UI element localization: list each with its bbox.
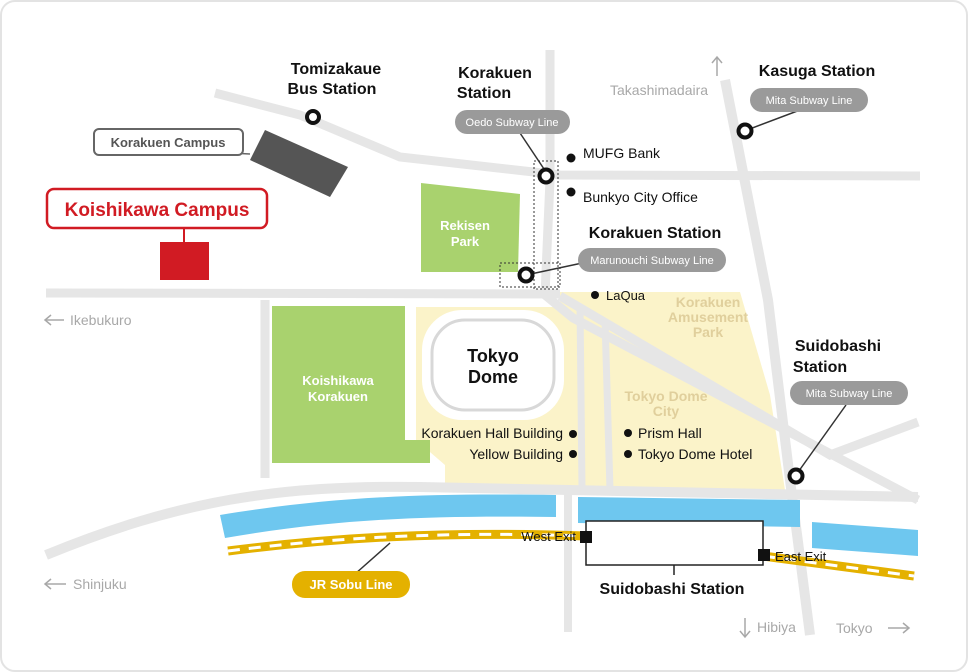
amusement-park-label-2: Amusement (668, 309, 748, 325)
tokyo-dome-label-2: Dome (468, 367, 518, 387)
amusement-park-label-3: Park (693, 324, 724, 340)
koishikawa-korakuen-garden (272, 306, 430, 463)
rekisen-park-label-1: Rekisen (440, 218, 490, 233)
korakuen-oedo-label-1: Korakuen (458, 65, 532, 82)
west-exit-marker (580, 531, 592, 543)
koishikawa-korakuen-label-1: Koishikawa (302, 373, 374, 388)
korakuen-oedo-marker (537, 167, 555, 185)
koishikawa-campus-tag (45, 187, 269, 230)
korakuen-marunouchi-marker (517, 266, 535, 284)
korakuen-oedo-label-2: Station (457, 85, 511, 102)
korakuen-campus-tag (93, 128, 244, 156)
direction-ikebukuro-label: Ikebukuro (70, 312, 132, 328)
suidobashi-jr-label: Suidobashi Station (600, 581, 745, 598)
direction-takashimadaira-label: Takashimadaira (610, 82, 708, 98)
oedo-station-outline (533, 160, 559, 290)
oedo-line-pill: Oedo Subway Line (466, 117, 559, 129)
poi-dots (566, 153, 632, 458)
suidobashi-mita-marker (787, 467, 805, 485)
arrow-right-icon (888, 622, 911, 634)
station-markers (305, 109, 805, 485)
direction-hibiya-label: Hibiya (757, 619, 796, 635)
suidobashi-jr-station-box (585, 520, 764, 566)
dome-city-label-1: Tokyo Dome (625, 388, 708, 404)
tokyo-dome-label-1: Tokyo (467, 346, 519, 366)
arrow-down-icon (739, 618, 751, 639)
line-pills: Oedo Subway Line Marunouchi Subway Line … (292, 88, 908, 598)
mufg-bank-label: MUFG Bank (583, 145, 661, 161)
bunkyo-city-office-label: Bunkyo City Office (583, 189, 698, 205)
koishikawa-korakuen-label-2: Korakuen (308, 389, 368, 404)
kanda-river (220, 494, 918, 556)
amusement-park-label-1: Korakuen (676, 294, 741, 310)
kasuga-label: Kasuga Station (759, 63, 875, 80)
rekisen-park-label-2: Park (451, 234, 480, 249)
yellow-building-label: Yellow Building (469, 446, 563, 462)
direction-tokyo-label: Tokyo (836, 620, 873, 636)
koishikawa-campus-label: Koishikawa Campus (65, 200, 250, 221)
suidobashi-mita-label-2: Station (793, 359, 847, 376)
arrow-up-icon (711, 55, 723, 76)
kasuga-marker (736, 122, 754, 140)
tokyo-dome-hotel-label: Tokyo Dome Hotel (638, 446, 752, 462)
tomizakaue-label-1: Tomizakaue (291, 61, 382, 78)
dome-city-label-2: City (653, 403, 680, 419)
jr-sobu-line-track (227, 529, 915, 581)
east-exit-marker (758, 549, 770, 561)
korakuen-campus-building (250, 130, 348, 197)
korakuen-campus-label: Korakuen Campus (111, 135, 226, 150)
korakuen-marunouchi-label: Korakuen Station (589, 225, 721, 242)
laqua-label: LaQua (606, 288, 646, 303)
west-exit-label: West Exit (521, 529, 576, 544)
east-exit-label: East Exit (775, 549, 827, 564)
direction-arrows (43, 55, 911, 639)
rekisen-park (421, 183, 520, 272)
suidobashi-mita-label-1: Suidobashi (795, 338, 881, 355)
suidobashi-line-pill: Mita Subway Line (806, 388, 893, 400)
direction-shinjuku-label: Shinjuku (73, 576, 127, 592)
tomizakaue-label-2: Bus Station (288, 81, 377, 98)
prism-hall-label: Prism Hall (638, 425, 702, 441)
korakuen-hall-label: Korakuen Hall Building (421, 425, 563, 441)
arrow-left-icon (43, 578, 66, 590)
tomizakaue-bus-stop (305, 109, 321, 125)
marunouchi-line-pill: Marunouchi Subway Line (590, 255, 714, 267)
marunouchi-station-outline (499, 262, 561, 288)
kasuga-line-pill: Mita Subway Line (766, 95, 853, 107)
arrow-left-icon (43, 314, 64, 326)
koishikawa-campus-building (160, 242, 209, 280)
jr-sobu-line-pill: JR Sobu Line (309, 577, 392, 592)
road-network (44, 50, 921, 636)
tokyo-dome (422, 310, 564, 420)
